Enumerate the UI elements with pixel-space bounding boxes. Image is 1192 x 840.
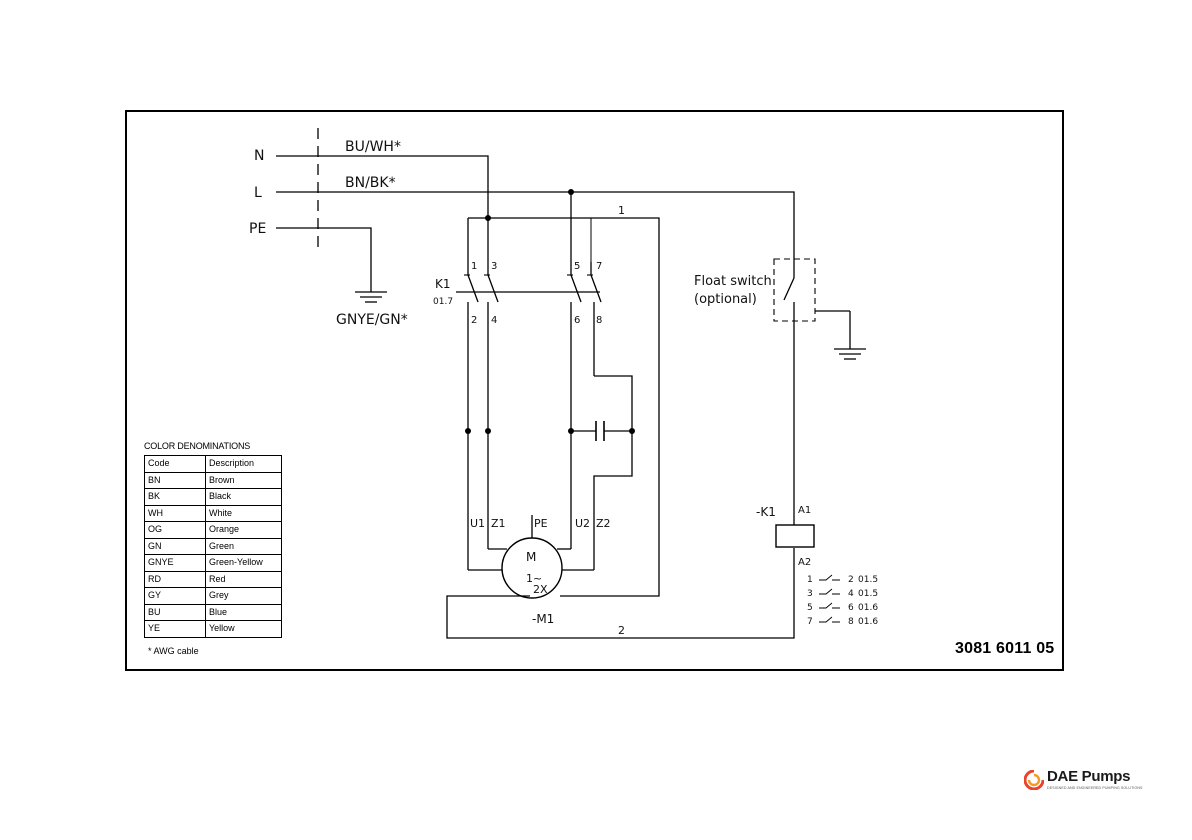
legend-header-code: Code xyxy=(144,455,206,473)
svg-text:6: 6 xyxy=(848,603,854,613)
wire-1-label: 1 xyxy=(618,204,625,217)
svg-text:8: 8 xyxy=(848,617,854,627)
label-l: L xyxy=(254,185,262,201)
svg-text:1: 1 xyxy=(807,575,813,585)
diagram-frame xyxy=(125,110,1064,671)
coil-a1: A1 xyxy=(798,505,811,516)
junction-dots xyxy=(465,189,635,434)
label-l-color: BN/BK* xyxy=(345,175,396,191)
label-n: N xyxy=(254,148,264,164)
motor-m1 xyxy=(468,515,594,599)
terminal-5: 5 xyxy=(574,261,580,272)
contactor-ref: K1 xyxy=(435,277,451,291)
wire-pe xyxy=(276,227,372,292)
legend-header-description: Description xyxy=(205,455,282,473)
label-pe: PE xyxy=(249,221,266,237)
wire-1 xyxy=(468,217,660,597)
document-number: 3081 6011 05 xyxy=(955,640,1055,657)
ground-icon xyxy=(834,348,866,360)
terminal-7: 7 xyxy=(596,261,602,272)
terminal-1: 1 xyxy=(471,261,477,272)
contactor-sub: 01.7 xyxy=(433,297,453,307)
svg-text:5: 5 xyxy=(807,603,813,613)
wire-2 xyxy=(446,548,795,639)
svg-text:01.6: 01.6 xyxy=(858,603,878,613)
motor-phase: 1~ xyxy=(526,572,542,585)
motor-ref: -M1 xyxy=(532,612,554,626)
motor-terminal-z2: Z2 xyxy=(596,517,611,530)
brand-tagline: DESIGNED AND ENGINEERED PUMPING SOLUTION… xyxy=(1047,786,1143,790)
legend-title: COLOR DENOMINATIONS xyxy=(144,441,251,451)
svg-text:3: 3 xyxy=(807,589,813,599)
motor-terminal-pe: PE xyxy=(534,517,548,530)
svg-text:01.6: 01.6 xyxy=(858,617,878,627)
dae-pumps-logo-icon xyxy=(1024,770,1044,790)
coil-k1 xyxy=(775,524,815,548)
terminal-6: 6 xyxy=(574,315,580,326)
contact-table: 1 2 01.5 3 4 01.5 5 6 01.6 7 8 01.6 xyxy=(807,575,878,627)
motor-winding: 2X xyxy=(533,583,548,596)
ground-icon xyxy=(355,291,387,303)
brand-name: DAE Pumps xyxy=(1047,768,1131,785)
motor-letter: M xyxy=(526,550,536,564)
terminal-4: 4 xyxy=(491,315,497,326)
motor-terminal-u1: U1 xyxy=(470,517,485,530)
capacitor-icon xyxy=(595,421,605,441)
svg-text:01.5: 01.5 xyxy=(858,589,878,599)
wire-2-label: 2 xyxy=(618,624,625,637)
legend-header-row: Code Description xyxy=(144,455,282,473)
label-n-color: BU/WH* xyxy=(345,139,401,155)
motor-terminal-z1: Z1 xyxy=(491,517,506,530)
contact-symbols xyxy=(819,574,840,623)
wire-l xyxy=(276,191,795,258)
float-switch xyxy=(773,258,851,505)
svg-text:2: 2 xyxy=(848,575,854,585)
terminal-2: 2 xyxy=(471,315,477,326)
svg-text:7: 7 xyxy=(807,617,813,627)
terminal-3: 3 xyxy=(491,261,497,272)
svg-text:4: 4 xyxy=(848,589,854,599)
brand-logo: DAE Pumps DESIGNED AND ENGINEERED PUMPIN… xyxy=(1024,768,1142,794)
motor-terminal-u2: U2 xyxy=(575,517,590,530)
label-pe-color: GNYE/GN* xyxy=(336,312,408,328)
terminal-8: 8 xyxy=(596,315,602,326)
awg-note: * AWG cable xyxy=(148,646,199,656)
coil-a2: A2 xyxy=(798,557,811,568)
svg-text:01.5: 01.5 xyxy=(858,575,878,585)
contactor-k1-contacts xyxy=(456,262,602,303)
coil-ref: -K1 xyxy=(756,505,776,519)
float-switch-label: Float switch xyxy=(694,274,772,289)
wire-n xyxy=(276,155,489,218)
float-switch-optional: (optional) xyxy=(694,292,757,307)
